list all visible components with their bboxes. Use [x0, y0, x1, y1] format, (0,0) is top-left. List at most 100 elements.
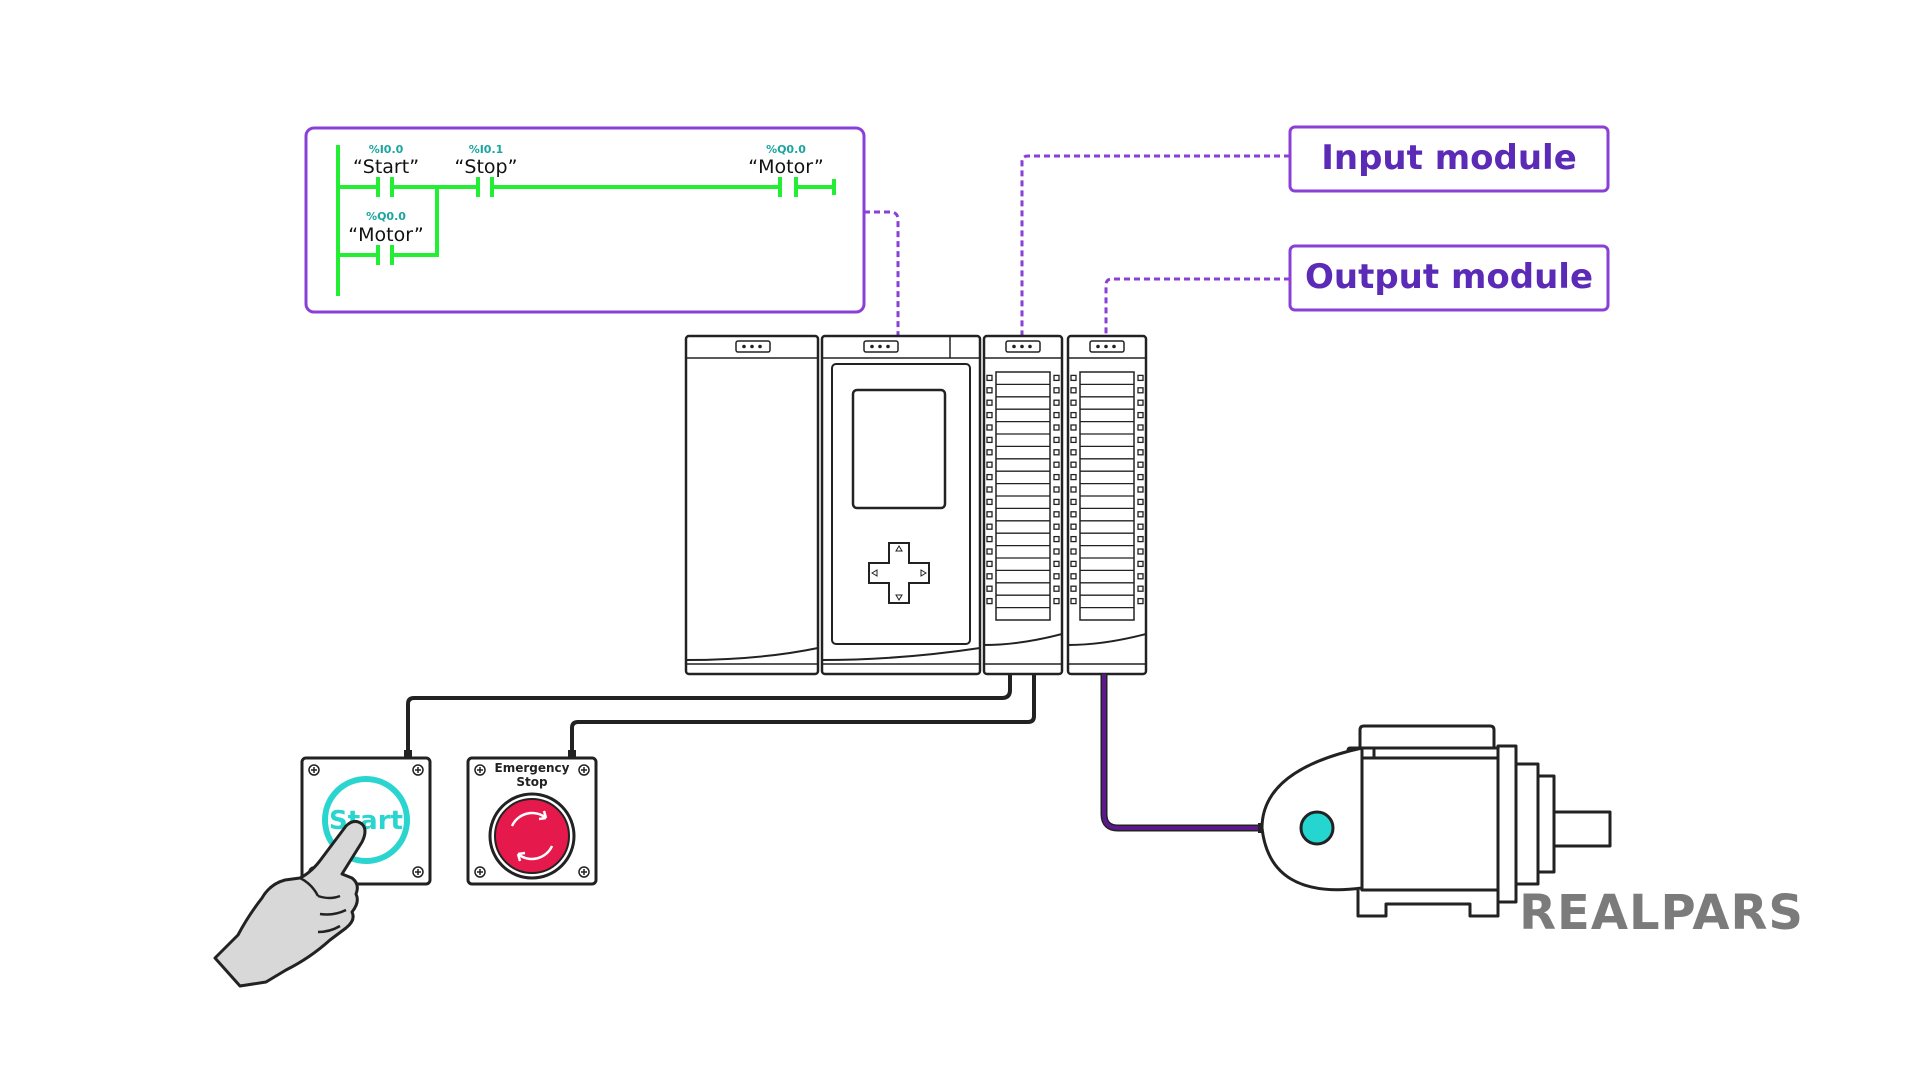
terminal-screw [1137, 523, 1144, 530]
terminal-screw [986, 585, 993, 592]
terminal-screw [1053, 374, 1060, 382]
terminal-screw [1070, 535, 1077, 543]
terminal-screw [986, 498, 993, 506]
terminal-screw [1053, 436, 1060, 444]
terminal-screw [1137, 486, 1144, 493]
terminal-screw [1053, 535, 1060, 543]
estop-label-line2: Stop [516, 775, 548, 789]
contact-stop-tag: %I0.1 [469, 143, 504, 156]
terminal-screw [986, 461, 993, 468]
terminal-screw [1053, 461, 1060, 468]
terminal-screw [1053, 548, 1060, 555]
terminal-screw [986, 424, 993, 431]
terminal-screw [1070, 399, 1077, 406]
terminal-screw [986, 374, 993, 382]
motor-icon [1260, 724, 1612, 918]
terminal-screw [1053, 411, 1060, 419]
terminal-screw [986, 486, 993, 493]
terminal-screw [1137, 449, 1144, 456]
hand-pointer-icon [213, 819, 367, 988]
terminal-screw [1053, 523, 1060, 530]
terminal-screw [1053, 511, 1060, 518]
terminal-screw [1137, 535, 1144, 543]
terminal-screw [1053, 387, 1060, 394]
emergency-stop-box[interactable]: Emergency Stop [466, 756, 598, 886]
terminal-screw [1053, 486, 1060, 493]
terminal-screw [1137, 436, 1144, 444]
estop-label-line1: Emergency [495, 761, 570, 775]
callout-connectors [864, 154, 1290, 336]
terminal-screw [1137, 461, 1144, 468]
terminal-screw [986, 399, 993, 406]
logo-text: REALPARS [1519, 885, 1804, 941]
power-supply-module [684, 334, 820, 676]
terminal-screw [1137, 597, 1144, 605]
terminal-screw [1137, 387, 1144, 394]
terminal-screw [1053, 449, 1060, 456]
terminal-screw [1070, 597, 1077, 605]
contact-latch-tag: %Q0.0 [366, 210, 406, 223]
terminal-screw [1070, 461, 1077, 468]
terminal-screw [1137, 424, 1144, 431]
terminal-screw [986, 535, 993, 543]
ladder-frame [304, 126, 866, 314]
terminal-screw [986, 449, 993, 456]
terminal-screw [1070, 473, 1077, 481]
terminal-screw [986, 436, 993, 444]
terminal-screw [1070, 511, 1077, 518]
contact-start-name: “Start” [353, 156, 419, 178]
terminal-screw [1137, 374, 1144, 382]
terminal-screw [986, 560, 993, 568]
contact-stop-name: “Stop” [455, 156, 518, 178]
terminal-screw [1137, 573, 1144, 580]
cpu-dpad-icon [868, 542, 930, 604]
plc-rack [684, 334, 1148, 676]
terminal-screw [986, 387, 993, 394]
ladder-diagram: %I0.0 “Start” %I0.1 “Stop” %Q0.0 “Motor”… [304, 126, 866, 314]
contact-start-tag: %I0.0 [369, 143, 404, 156]
terminal-screw [1070, 387, 1077, 394]
input-cables [406, 674, 1036, 756]
terminal-screw [1053, 424, 1060, 431]
input-module [982, 334, 1064, 676]
terminal-screw [1137, 411, 1144, 419]
terminal-screw [1137, 399, 1144, 406]
output-module-callout: Output module [1288, 244, 1610, 312]
output-module-label: Output module [1305, 257, 1593, 297]
terminal-screw [1053, 585, 1060, 592]
cpu-module [820, 334, 982, 676]
terminal-screw [986, 411, 993, 419]
input-module-label: Input module [1321, 138, 1577, 178]
terminal-screw [1070, 585, 1077, 592]
terminal-screw [1070, 436, 1077, 444]
terminal-screw [1137, 560, 1144, 568]
terminal-screw [1070, 374, 1077, 382]
terminal-screw [1137, 498, 1144, 506]
terminal-screw [1137, 548, 1144, 555]
coil-motor-tag: %Q0.0 [766, 143, 806, 156]
terminal-screw [1070, 411, 1077, 419]
terminal-screw [1053, 498, 1060, 506]
terminal-screw [1053, 399, 1060, 406]
terminal-screw [1137, 511, 1144, 518]
motor-cable [1100, 674, 1262, 832]
terminal-screw [1070, 573, 1077, 580]
terminal-screw [986, 597, 993, 605]
terminal-screw [1070, 548, 1077, 555]
terminal-screw [986, 523, 993, 530]
terminal-screw [1070, 424, 1077, 431]
terminal-screw [1137, 585, 1144, 592]
terminal-screw [1070, 449, 1077, 456]
terminal-screw [986, 511, 993, 518]
terminal-screw [1070, 498, 1077, 506]
coil-motor-name: “Motor” [748, 156, 823, 178]
emergency-stop-icon[interactable] [494, 798, 570, 874]
terminal-screw [1053, 473, 1060, 481]
cpu-display [851, 388, 947, 510]
terminal-screw [986, 473, 993, 481]
realpars-logo: REALPARS [1519, 885, 1804, 941]
terminal-screw [1053, 560, 1060, 568]
output-module [1066, 334, 1148, 676]
terminal-screw [986, 548, 993, 555]
